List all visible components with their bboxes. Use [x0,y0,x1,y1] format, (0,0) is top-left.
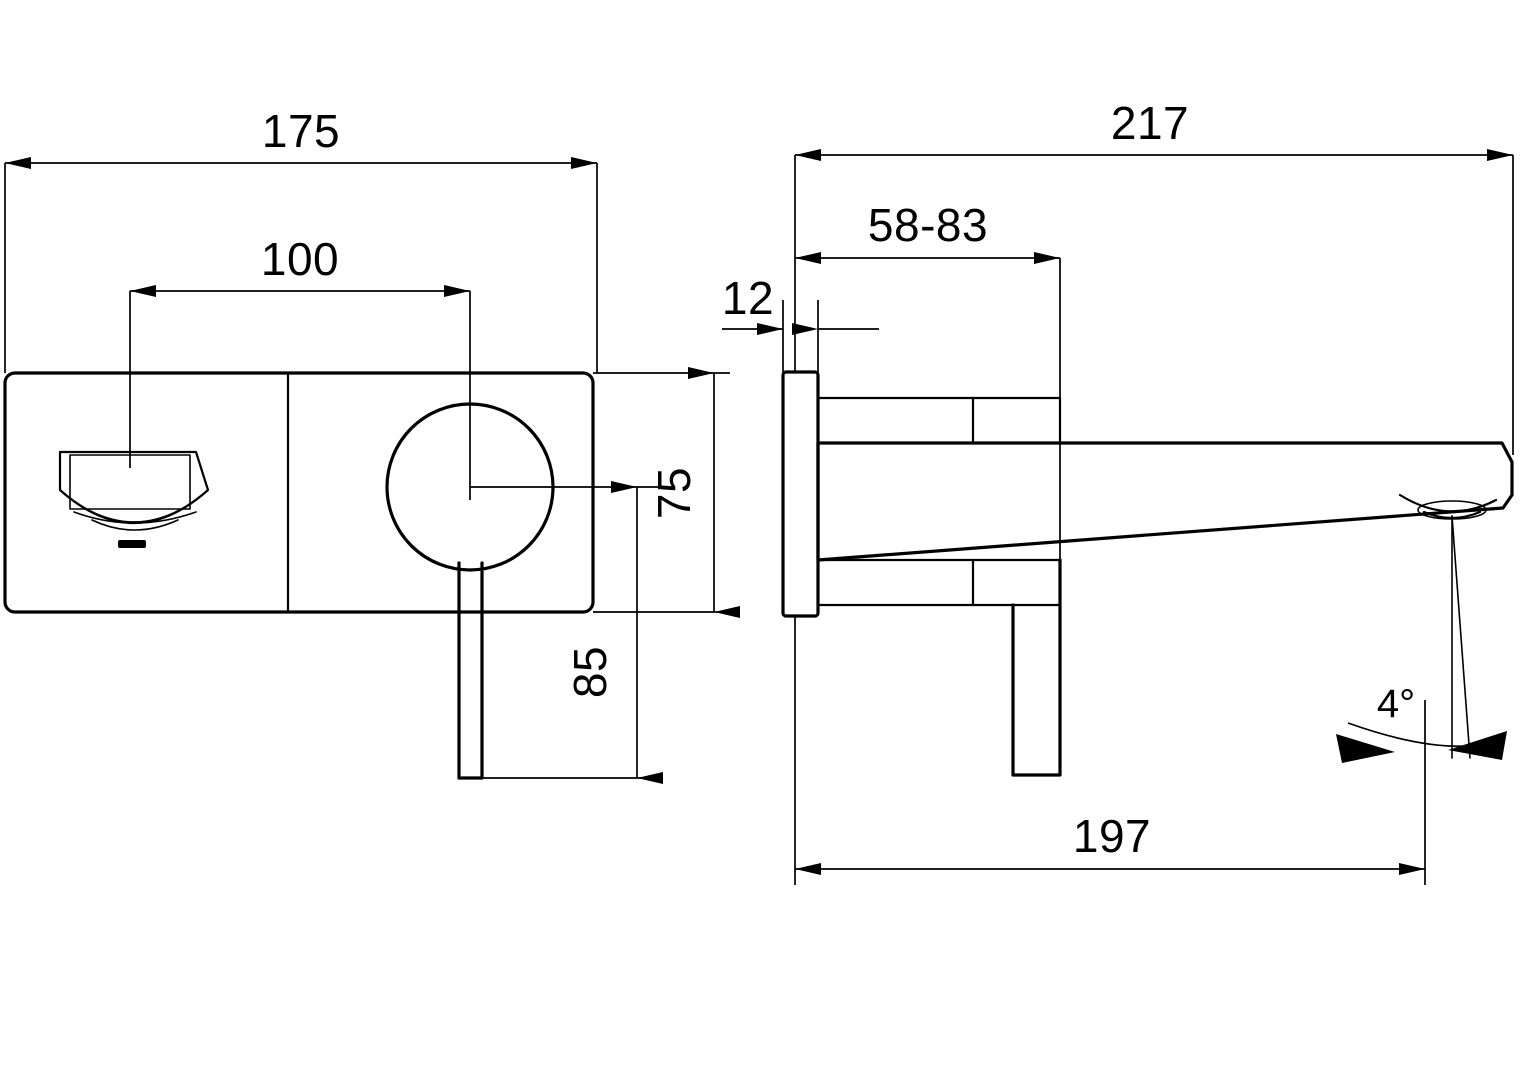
front-lever-handle [385,402,555,780]
aerator-ring-outer [73,511,197,524]
spout-upper-panel [69,454,191,510]
dim-label-12: 12 [722,272,774,324]
stream-angled-line [1451,515,1471,759]
dim-label-5883: 58-83 [868,199,988,251]
spout-front-face [58,450,210,548]
front-view-dimensions: 175 100 75 85 [4,105,740,784]
spout-side-body [816,441,1514,562]
lever-stem [457,561,484,780]
side-view-dimensions: 217 58-83 12 197 4° [722,97,1514,885]
side-view-geometry [781,370,1514,777]
dim-label-100: 100 [261,233,339,285]
side-lever-arm [1011,558,1062,777]
dim-label-175: 175 [262,105,340,157]
handle-base-lower [816,558,1062,607]
dim-label-4deg: 4° [1377,682,1415,726]
spout-bottom-curve [61,491,207,523]
dim-label-75: 75 [648,467,700,519]
aerator-ring-inner [91,519,179,531]
dim-label-197: 197 [1073,810,1151,862]
dimarc-arrow-left [1336,734,1395,763]
dimarc-arrow-right [1448,731,1507,760]
handle-base-upper [816,396,1062,445]
spout-body-outline [58,450,210,525]
aerator-outlet-mark [118,540,146,548]
dim-label-85: 85 [564,646,616,698]
front-view-geometry [3,371,595,780]
angular-dimension-4deg: 4° [1336,682,1507,763]
dim-label-217: 217 [1111,97,1189,149]
aerator-lip [1398,493,1498,513]
front-cover-plate [3,371,595,614]
side-wall-plate [781,370,820,618]
